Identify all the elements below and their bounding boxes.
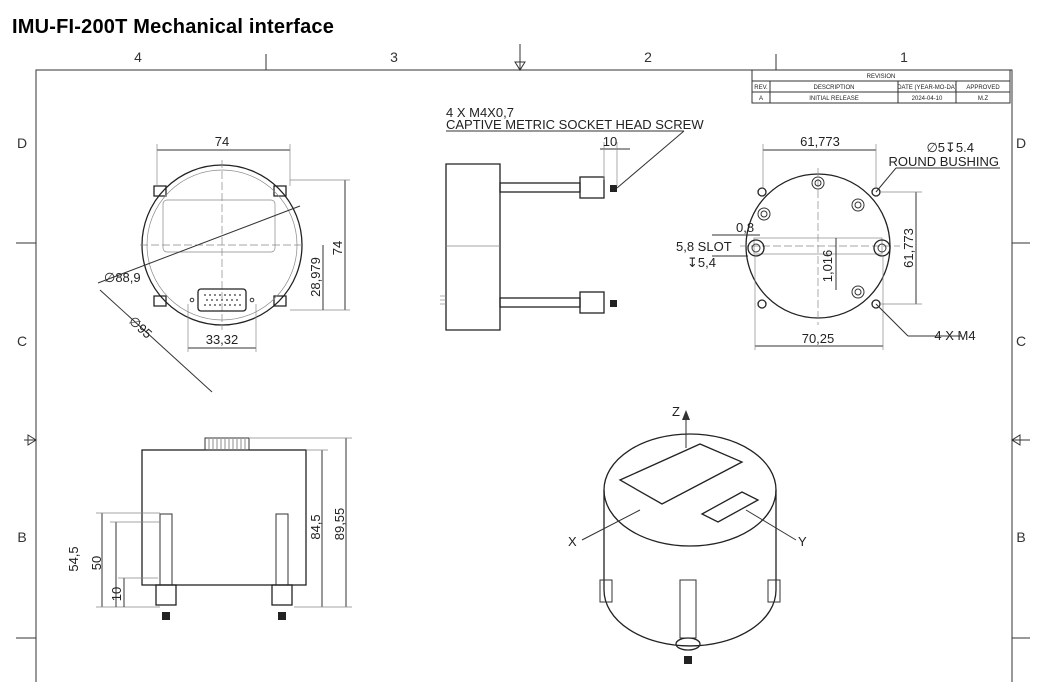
zone-col-label: 1 [900,49,908,65]
iso-screw-head [675,637,701,651]
rear-slot-channel [753,237,883,255]
side-body [445,163,501,331]
elevation-screw-left [159,513,173,586]
iso-connector [700,491,760,523]
rear-view: 61,773 61,773 70,25 ∅5↧5.4 ROUND BUSHING… [676,134,1000,350]
screw-head-bottom [579,291,605,314]
iso-tab-left [599,579,613,603]
slot-label: 5,8 SLOT [676,239,732,254]
page-title: IMU-FI-200T Mechanical interface [12,16,335,38]
zone-col-label: 2 [644,49,652,65]
zone-col-label: 3 [390,49,398,65]
elevation-connector-fins [208,439,246,449]
side-view: 4 X M4X0,7 CAPTIVE METRIC SOCKET HEAD SC… [440,105,704,331]
zone-row-label: D [1016,135,1026,151]
iso-tab-right [767,579,781,603]
iso-axis-z-label: Z [672,404,680,419]
label-window [162,199,276,253]
dim-front-height: 74 [330,241,345,255]
dim-10: 10 [109,587,124,601]
elevation-screw-head-right [271,584,293,606]
revision-header-description: DESCRIPTION [813,85,854,91]
revision-header-approved: APPROVED [966,85,1000,91]
center-mark-top-arrow [514,61,526,71]
dim-connector-offset: 28,979 [308,257,323,297]
connector [197,288,247,312]
dim-rear-height: 61,773 [901,228,916,268]
zone-row-label: C [17,333,27,349]
connector-pins [204,294,241,306]
revision-heading: REVISION [867,74,896,80]
bushing-note-line2: ROUND BUSHING [888,154,999,169]
iso-screw-tip [684,656,692,664]
dim-rear-top-width: 61,773 [800,134,840,149]
dim-54-5: 54,5 [66,546,81,571]
dim-slot-offset: 0,8 [736,220,754,235]
iso-screw-shaft [679,579,697,639]
elevation-screw-right [275,513,289,586]
revision-cell-approved: M.Z [978,96,989,102]
screw-head-top [579,176,605,199]
dim-50: 50 [89,556,104,570]
dim-slot-center: 1,016 [820,250,835,283]
dim-screw-length: 10 [603,134,617,149]
zone-row-label: C [1016,333,1026,349]
dim-front-width: 74 [215,134,229,149]
bottom-view: 54,5 50 10 84,5 89,55 [66,437,352,620]
elevation-body [141,449,307,586]
elevation-screw-tip-left [162,612,170,620]
center-mark-right-arrow [1011,434,1021,446]
revision-cell-description: INITIAL RELEASE [809,96,858,102]
revision-table: REVISION REV. DESCRIPTION DATE (YEAR-MO-… [751,69,1011,104]
iso-axis-x-label: X [568,534,577,549]
dim-84-5: 84,5 [308,514,323,539]
iso-view: Z X Y [568,404,807,664]
dim-inner-diameter: ∅88,9 [104,270,141,285]
dim-rear-bottom-width: 70,25 [802,331,835,346]
revision-cell-date: 2024-04-10 [912,96,943,102]
center-mark-left-arrow [27,434,37,446]
front-view: 74 74 28,979 33,32 ∅88,9 ∅95 [97,134,350,393]
elevation-connector [204,437,250,451]
iso-body-sides [603,490,777,647]
bushing-note-line1: ∅5↧5.4 [926,140,974,155]
screw-shaft-bottom [499,297,581,308]
zone-row-label: D [17,135,27,151]
zone-row-label: B [1016,529,1025,545]
screw-note-line2: CAPTIVE METRIC SOCKET HEAD SCREW [446,117,704,132]
dim-connector-width: 33,32 [206,332,239,347]
revision-header-rev: REV. [754,85,768,91]
elevation-screw-tip-right [278,612,286,620]
zone-col-label: 4 [134,49,142,65]
dim-89-55: 89,55 [332,508,347,541]
screw-note-line1: 4 X M4X0,7 [446,105,514,120]
iso-axis-y-label: Y [798,534,807,549]
screw-tip-bottom [610,300,617,307]
mount-tab [153,185,287,307]
revision-cell-rev: A [759,96,763,102]
slot-depth: ↧5,4 [687,255,716,270]
screw-tip-top [610,185,617,192]
iso-top-plate [618,443,744,505]
iso-axis-z-arrow [682,410,690,420]
revision-header-date: DATE (YEAR-MO-DA) [897,85,957,91]
sheet-border [35,69,1013,682]
zone-row-label: B [17,529,26,545]
screw-shaft-top [499,182,581,193]
elevation-screw-head-left [155,584,177,606]
